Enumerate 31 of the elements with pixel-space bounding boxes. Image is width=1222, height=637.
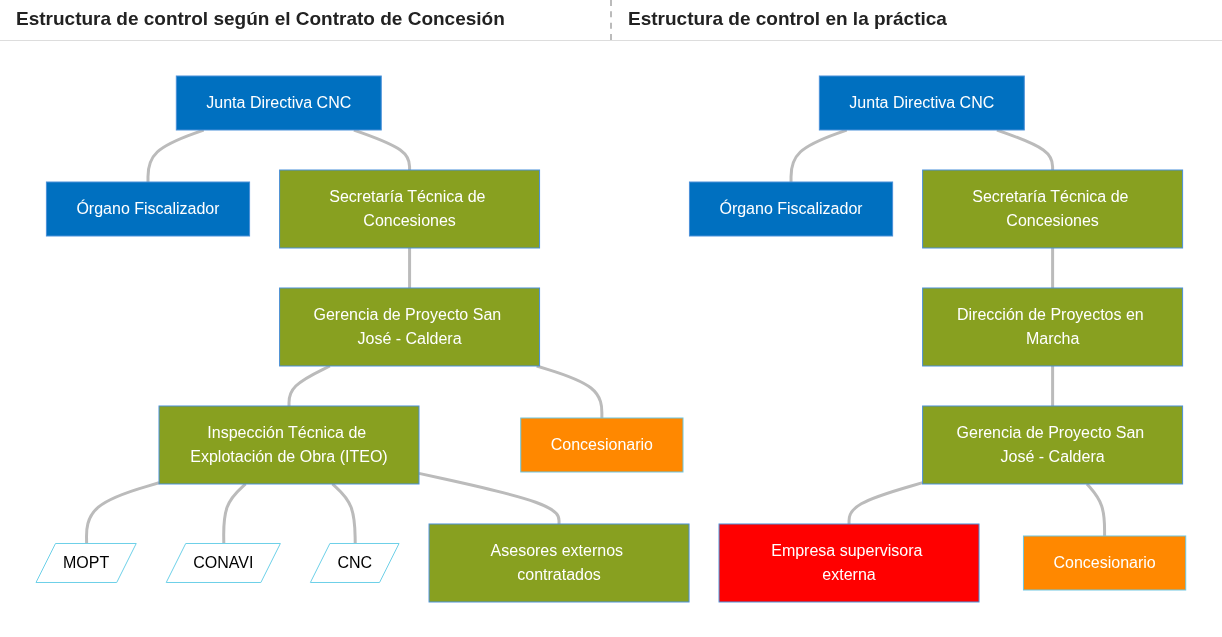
node-box: Gerencia de Proyecto San José - Caldera: [279, 287, 541, 366]
connector: [85, 480, 160, 544]
node-box: Empresa supervisora externa: [718, 523, 980, 602]
connector: [1051, 365, 1055, 406]
node-box: Secretaría Técnica de Concesiones: [279, 169, 541, 248]
connector: [222, 482, 247, 544]
panel-heading: Estructura de control en la práctica: [610, 0, 1222, 40]
connector: [847, 480, 924, 524]
connector: [331, 482, 357, 544]
node-box: Concesionario: [520, 417, 684, 472]
connector: [287, 364, 331, 406]
connector: [408, 247, 412, 288]
connector: [789, 128, 848, 182]
connector: [146, 128, 205, 182]
panel-heading: Estructura de control según el Contrato de Concesión: [15, 7, 506, 31]
connector: [1085, 482, 1107, 536]
connector: [996, 128, 1055, 170]
connector: [353, 128, 412, 170]
node-box: Dirección de Proyectos en Marcha: [922, 287, 1184, 366]
connector: [418, 471, 561, 524]
connector: [536, 364, 604, 418]
node-box: Órgano Fiscalizador: [689, 181, 894, 236]
node-box: Concesionario: [1023, 535, 1187, 590]
node-box: Órgano Fiscalizador: [46, 181, 251, 236]
node-box: Inspección Técnica de Explotación de Obra (ITEO): [158, 405, 420, 484]
connector: [1051, 247, 1055, 288]
node-box: Gerencia de Proyecto San José - Caldera: [922, 405, 1184, 484]
node-box: Secretaría Técnica de Concesiones: [922, 169, 1184, 248]
node-box: Asesores externos contratados: [428, 523, 690, 602]
node-box: Junta Directiva CNC: [175, 75, 382, 130]
node-box: Junta Directiva CNC: [819, 75, 1025, 130]
